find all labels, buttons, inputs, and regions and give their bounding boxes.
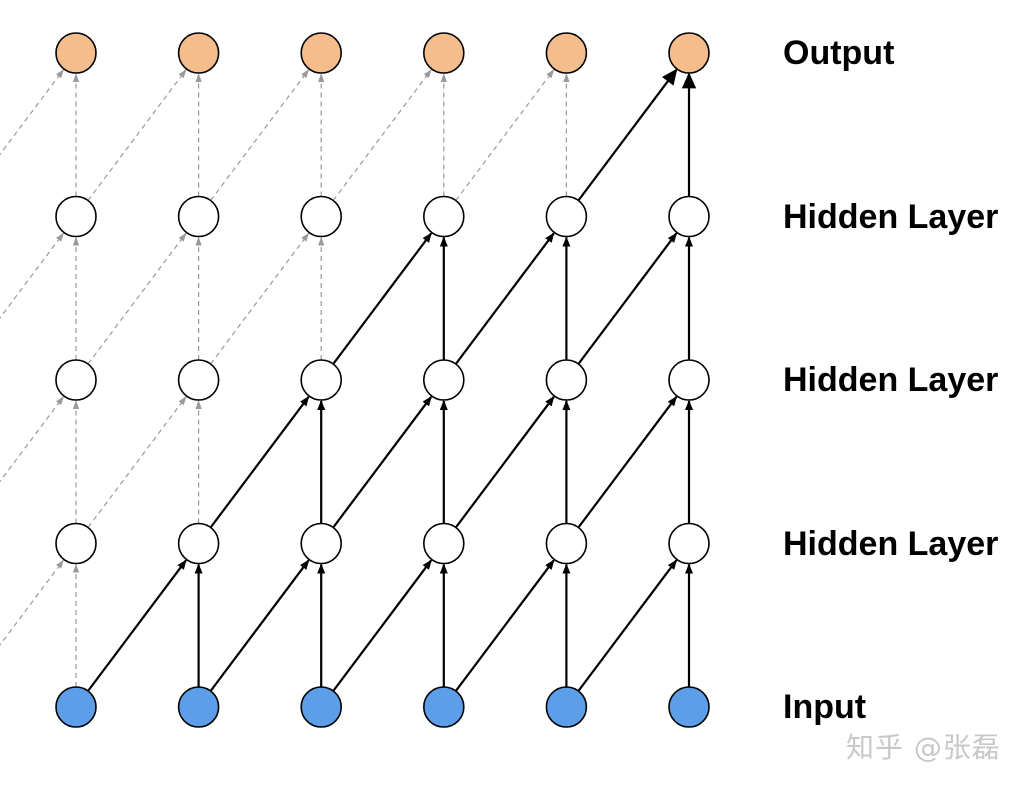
layer-label-input: Input: [783, 688, 867, 726]
edge-active-diagonal: [332, 396, 433, 529]
hidden-node: [545, 195, 588, 238]
input-node: [422, 686, 465, 728]
edge-inactive-diagonal: [0, 232, 64, 319]
hidden-node: [300, 522, 343, 565]
output-node: [422, 32, 465, 74]
hidden-node: [300, 195, 343, 238]
output-node: [668, 32, 710, 74]
layer-label-hidden-2: Hidden Layer: [783, 361, 999, 399]
edge-active-diagonal: [454, 559, 555, 692]
input-node: [55, 686, 97, 728]
edge-active-diagonal: [454, 396, 555, 529]
layer-label-output: Output: [783, 34, 895, 72]
output-node: [545, 32, 588, 74]
input-node: [177, 686, 220, 728]
edge-active-diagonal: [209, 559, 310, 692]
edge-active-diagonal: [577, 559, 678, 692]
hidden-node: [55, 195, 97, 238]
edge-inactive-diagonal: [87, 232, 187, 365]
hidden-node: [177, 522, 220, 565]
edge-inactive-diagonal: [210, 232, 310, 365]
edge-active-diagonal: [332, 559, 433, 692]
active-connections: [87, 68, 697, 692]
output-node: [55, 32, 97, 74]
edge-active-diagonal: [209, 396, 310, 529]
layer-label-hidden-1: Hidden Layer: [783, 524, 999, 563]
inactive-connections: [0, 69, 570, 687]
edge-active-diagonal: [577, 396, 678, 529]
hidden-node: [177, 195, 220, 238]
edge-inactive-diagonal: [0, 69, 64, 156]
hidden-node: [422, 522, 465, 565]
input-node: [545, 686, 588, 728]
edge-active-diagonal: [332, 232, 433, 365]
hidden-node: [545, 522, 588, 565]
hidden-node: [422, 195, 465, 238]
input-node: [668, 686, 710, 728]
watermark: 知乎 @张磊: [846, 731, 1001, 764]
layer-label-hidden-3: Hidden Layer: [783, 197, 999, 236]
hidden-node: [177, 359, 220, 401]
edge-inactive-diagonal: [87, 396, 187, 528]
edge-active-diagonal: [454, 232, 555, 365]
output-node: [300, 32, 343, 74]
edge-active-diagonal: [87, 559, 187, 692]
hidden-node: [422, 359, 465, 401]
hidden-node: [55, 359, 97, 401]
output-node: [177, 32, 220, 74]
edge-inactive-diagonal: [87, 69, 187, 201]
edge-active-diagonal: [577, 232, 678, 365]
hidden-node: [668, 195, 710, 238]
edge-inactive-diagonal: [455, 69, 555, 201]
input-node: [300, 686, 343, 728]
hidden-node: [55, 522, 97, 565]
network-nodes: [55, 32, 710, 728]
hidden-node: [668, 359, 710, 401]
edge-active-diagonal: [577, 68, 678, 202]
edge-inactive-diagonal: [0, 559, 64, 646]
hidden-node: [545, 359, 588, 401]
hidden-node: [668, 522, 710, 565]
edge-inactive-diagonal: [0, 396, 64, 483]
edge-inactive-diagonal: [210, 69, 310, 201]
edge-inactive-diagonal: [332, 69, 432, 201]
hidden-node: [300, 359, 343, 401]
